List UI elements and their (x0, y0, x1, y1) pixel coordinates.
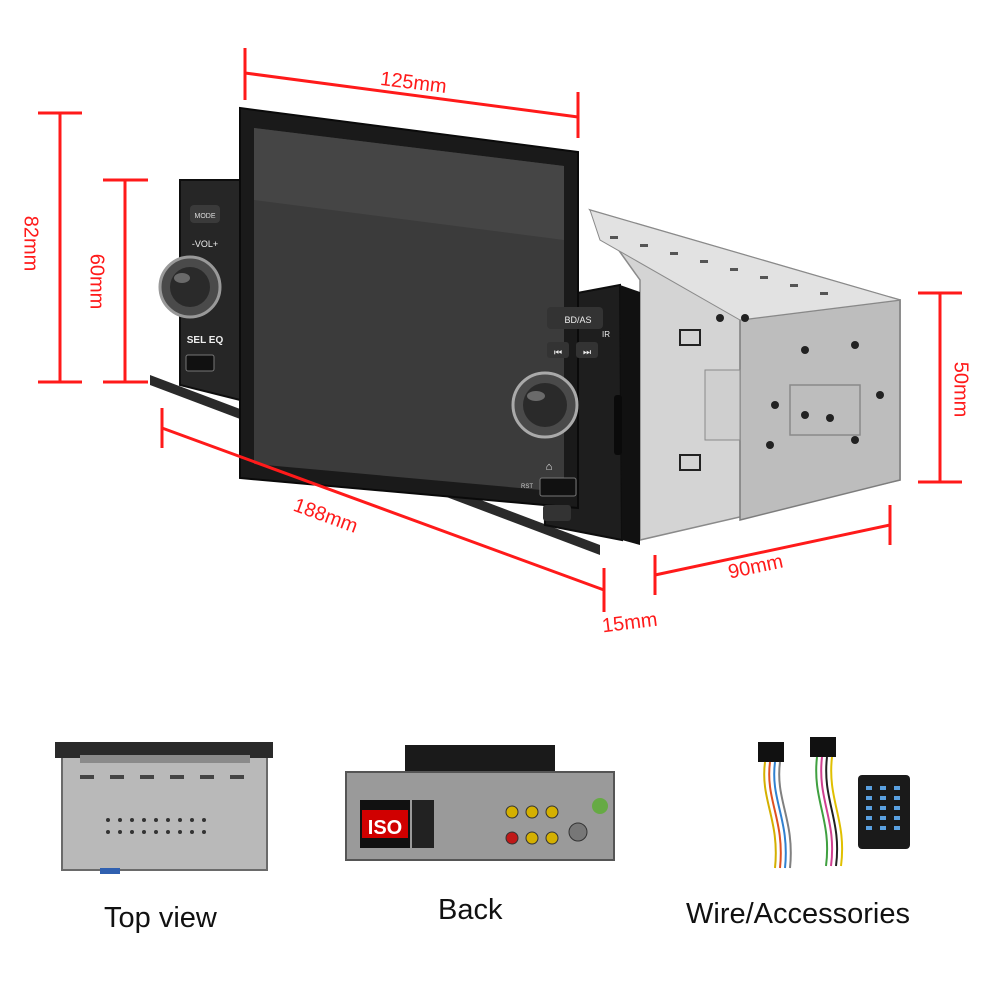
car-stereo-illustration: MODE -VOL+ SEL EQ BD/AS IR ⏮ ⏭ ⌂ RST (150, 106, 901, 555)
metal-chassis (588, 208, 901, 541)
home-icon: ⌂ (546, 461, 553, 473)
dimension-chassis-height: 50mm (949, 361, 972, 418)
mode-button-label: MODE (195, 213, 216, 220)
skip-forward-icon: ⏭ (583, 347, 591, 357)
vol-label: -VOL+ (192, 239, 218, 249)
next-button[interactable] (576, 342, 598, 358)
rst-label: RST (521, 484, 533, 490)
remote-control (858, 775, 910, 849)
left-control-panel: MODE -VOL+ SEL EQ (158, 205, 224, 372)
ir-label: IR (602, 330, 610, 339)
thumbnail-back: ISO (345, 745, 615, 861)
bd-as-label: BD/AS (564, 315, 591, 325)
dimension-lines (38, 48, 962, 612)
dimension-total-height: 82mm (19, 215, 42, 272)
thumbnail-accessories (758, 737, 910, 869)
mode-button[interactable] (190, 205, 220, 223)
thumbnail-top-view (55, 742, 273, 874)
sel-eq-label: SEL EQ (187, 335, 224, 346)
usb-port-right (539, 477, 577, 497)
bd-as-button[interactable] (547, 307, 603, 329)
skip-back-icon: ⏮ (554, 347, 562, 357)
usb-port-left (185, 354, 215, 372)
display-screen (239, 106, 579, 510)
dimension-panel-height: 60mm (85, 253, 108, 310)
right-control-panel: BD/AS IR ⏮ ⏭ ⌂ RST (511, 307, 610, 521)
iso-connector-label: ISO (368, 817, 402, 839)
caption-back: Back (438, 894, 503, 926)
caption-top-view: Top view (104, 902, 217, 934)
caption-wire-accessories: Wire/Accessories (686, 898, 910, 930)
previous-button[interactable] (547, 342, 569, 358)
sd-slot (543, 505, 571, 521)
